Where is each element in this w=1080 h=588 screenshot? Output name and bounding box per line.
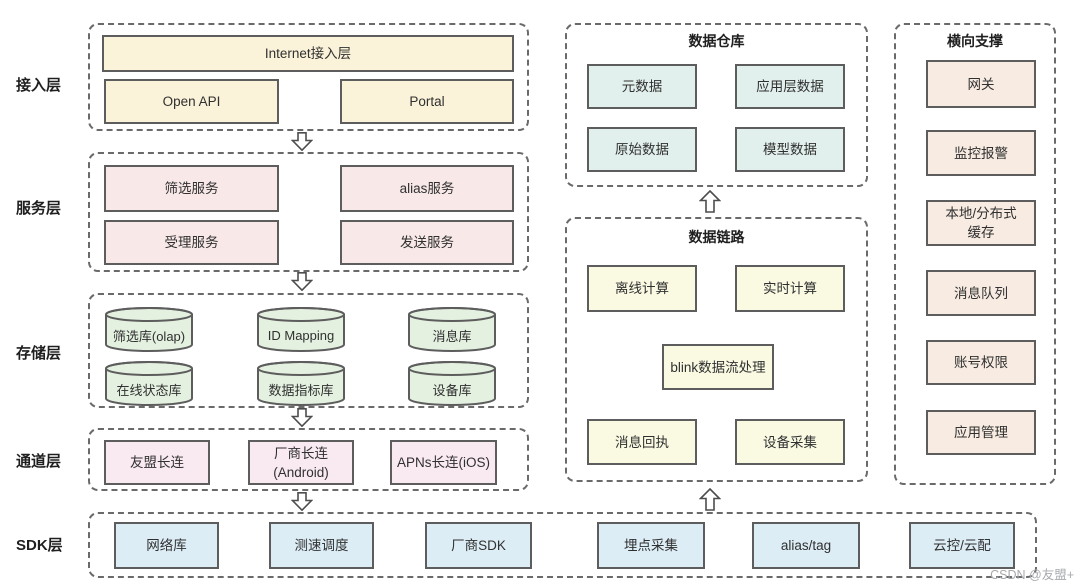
layer-label-sdk: SDK层	[16, 537, 63, 554]
node-alias-tag: alias/tag	[752, 522, 860, 569]
node-apns-conn: APNs长连(iOS)	[390, 440, 497, 485]
arrow-down-icon	[291, 408, 313, 427]
node-local-dist-cache: 本地/分布式 缓存	[926, 200, 1036, 246]
node-blink-stream: blink数据流处理	[662, 344, 774, 390]
database-cylinder-icon	[105, 307, 193, 352]
section-access-layer: Internet接入层 Open API Portal	[88, 23, 529, 131]
db-online-status: 在线状态库	[104, 360, 194, 407]
arrow-up-icon	[699, 488, 721, 511]
node-send-service: 发送服务	[340, 220, 514, 265]
node-vendor-conn: 厂商长连(Android)	[248, 440, 354, 485]
panel-title: 数据仓库	[688, 33, 745, 49]
node-open-api: Open API	[104, 79, 279, 124]
section-channel-layer: 友盟长连 厂商长连(Android) APNs长连(iOS)	[88, 428, 529, 491]
node-message-receipt: 消息回执	[587, 419, 697, 465]
db-label: 数据指标库	[268, 382, 334, 398]
node-internet-access: Internet接入层	[102, 35, 514, 72]
db-label: 筛选库(olap)	[112, 328, 186, 344]
node-message-queue: 消息队列	[926, 270, 1036, 316]
layer-label-storage: 存储层	[16, 345, 62, 362]
node-alias-service: alias服务	[340, 165, 514, 212]
panel-horizontal-support: 横向支撑 网关 监控报警 本地/分布式 缓存 消息队列 账号权限 应用管理	[894, 23, 1056, 485]
db-label: ID Mapping	[267, 327, 335, 343]
db-message: 消息库	[407, 306, 497, 353]
arrow-down-icon	[291, 272, 313, 291]
db-id-mapping: ID Mapping	[256, 306, 346, 353]
node-monitor-alert: 监控报警	[926, 130, 1036, 176]
layer-label-access: 接入层	[16, 77, 62, 94]
node-realtime-compute: 实时计算	[735, 265, 845, 312]
node-gateway: 网关	[926, 60, 1036, 108]
node-model-data: 模型数据	[735, 127, 845, 172]
node-device-collect: 设备采集	[735, 419, 845, 465]
db-device: 设备库	[407, 360, 497, 407]
node-app-layer-data: 应用层数据	[735, 64, 845, 109]
node-portal: Portal	[340, 79, 514, 124]
node-umeng-conn: 友盟长连	[104, 440, 210, 485]
node-network-lib: 网络库	[114, 522, 219, 569]
node-vendor-sdk: 厂商SDK	[425, 522, 532, 569]
db-filter-olap: 筛选库(olap)	[104, 306, 194, 353]
panel-title: 数据链路	[688, 229, 745, 245]
arrow-up-icon	[699, 190, 721, 213]
panel-title: 横向支撑	[947, 33, 1003, 49]
panel-data-warehouse: 数据仓库 元数据 应用层数据 原始数据 模型数据	[565, 23, 868, 187]
node-speed-schedule: 测速调度	[269, 522, 374, 569]
node-filter-service: 筛选服务	[104, 165, 279, 212]
db-label: 消息库	[432, 328, 472, 344]
layer-label-service: 服务层	[16, 200, 62, 217]
database-cylinder-icon	[257, 361, 345, 406]
node-metadata: 元数据	[587, 64, 697, 109]
node-app-management: 应用管理	[926, 410, 1036, 455]
node-account-perms: 账号权限	[926, 340, 1036, 385]
database-cylinder-icon	[408, 307, 496, 352]
db-label: 在线状态库	[116, 382, 182, 398]
db-label: 设备库	[432, 382, 472, 398]
database-cylinder-icon	[105, 361, 193, 406]
db-data-metrics: 数据指标库	[256, 360, 346, 407]
section-service-layer: 筛选服务 alias服务 受理服务 发送服务	[88, 152, 529, 272]
node-cloud-control: 云控/云配	[909, 522, 1015, 569]
node-offline-compute: 离线计算	[587, 265, 697, 312]
database-cylinder-icon	[408, 361, 496, 406]
panel-data-link: 数据链路 离线计算 实时计算 blink数据流处理 消息回执 设备采集	[565, 217, 868, 482]
database-cylinder-icon	[257, 307, 345, 352]
node-event-collect: 埋点采集	[597, 522, 705, 569]
arrow-down-icon	[291, 492, 313, 511]
section-storage-layer: 筛选库(olap) ID Mapping 消息库 在线状态库 数据指标库 设备库	[88, 293, 529, 408]
layer-label-channel: 通道层	[16, 453, 62, 470]
section-sdk-layer: 网络库 测速调度 厂商SDK 埋点采集 alias/tag 云控/云配	[88, 512, 1037, 578]
node-accept-service: 受理服务	[104, 220, 279, 265]
arrow-down-icon	[291, 132, 313, 151]
watermark: CSDN @友盟+	[990, 568, 1074, 582]
node-raw-data: 原始数据	[587, 127, 697, 172]
